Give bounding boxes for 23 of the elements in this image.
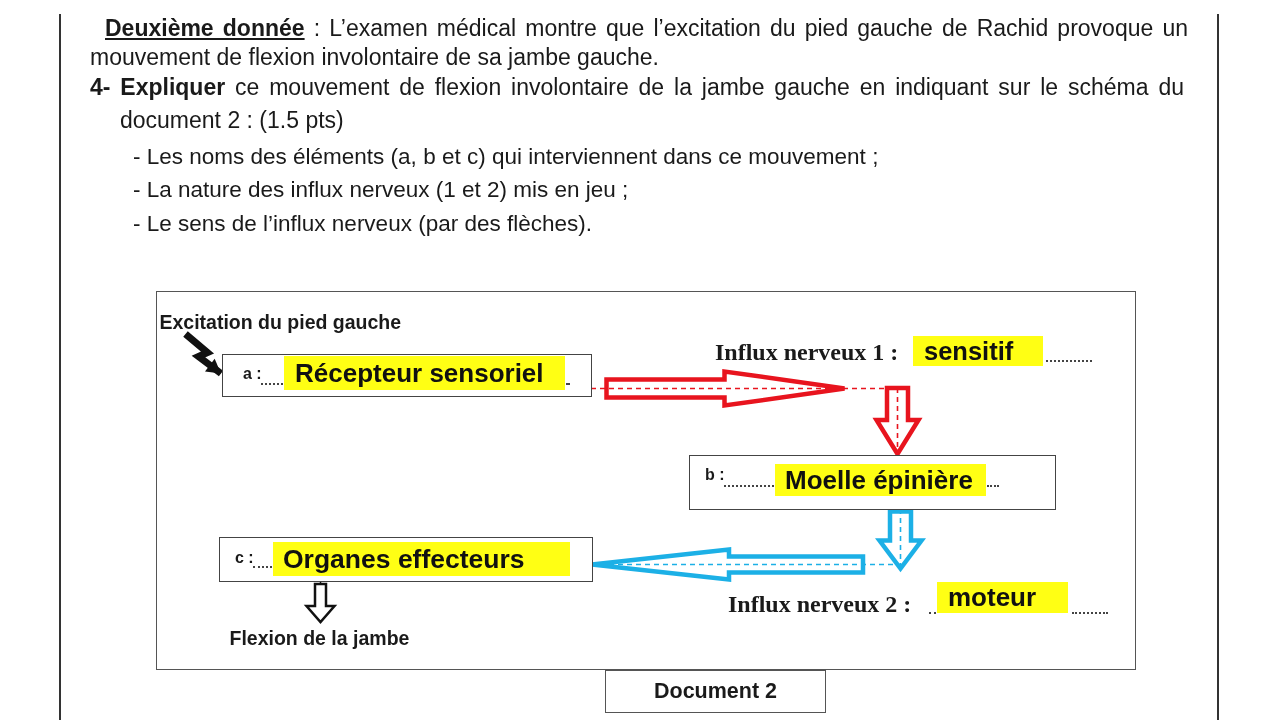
stimulus-label: Excitation du pied gauche <box>159 309 402 335</box>
item-letter: c : <box>235 548 254 568</box>
labeled-box <box>221 353 592 397</box>
highlighted-answer: Récepteur sensoriel <box>284 356 565 390</box>
labeled-box <box>218 536 593 582</box>
instruction-item: - La nature des influx nerveux (1 et 2) mis en jeu ; <box>133 176 629 204</box>
highlighted-answer: moteur <box>937 582 1068 613</box>
labeled-box <box>688 454 1056 510</box>
response-label: Flexion de la jambe <box>229 622 410 653</box>
intro-paragraph: Deuxième donnée : L’examen médical montre que l’excitation du pied gauche de Rachid provoque un mouvement de flexion involontaire de sa jambe gauche. <box>90 13 1188 72</box>
highlighted-answer: Organes effecteurs <box>273 542 570 576</box>
highlighted-answer: sensitif <box>913 336 1043 366</box>
instruction-item: - Le sens de l’influx nerveux (par des flèches). <box>133 210 592 238</box>
highlighted-answer: Moelle épinière <box>775 464 986 496</box>
document-caption: Document 2 <box>605 670 826 713</box>
hollow-arrow <box>590 368 921 457</box>
nerve-impulse-label: Influx nerveux 2 : <box>728 590 912 618</box>
instruction-item: - Les noms des éléments (a, b et c) qui interviennent dans ce mouvement ; <box>133 143 879 171</box>
lightning-arrow <box>183 331 224 377</box>
question-text: 4- Expliquer ce mouvement de flexion involontaire de la jambe gauche en indiquant sur le schéma du document 2 : (1.5 pts) <box>90 72 1184 135</box>
nerve-impulse-label: Influx nerveux 1 : <box>715 338 899 366</box>
item-letter: b : <box>705 465 725 485</box>
item-letter: a : <box>243 364 262 384</box>
